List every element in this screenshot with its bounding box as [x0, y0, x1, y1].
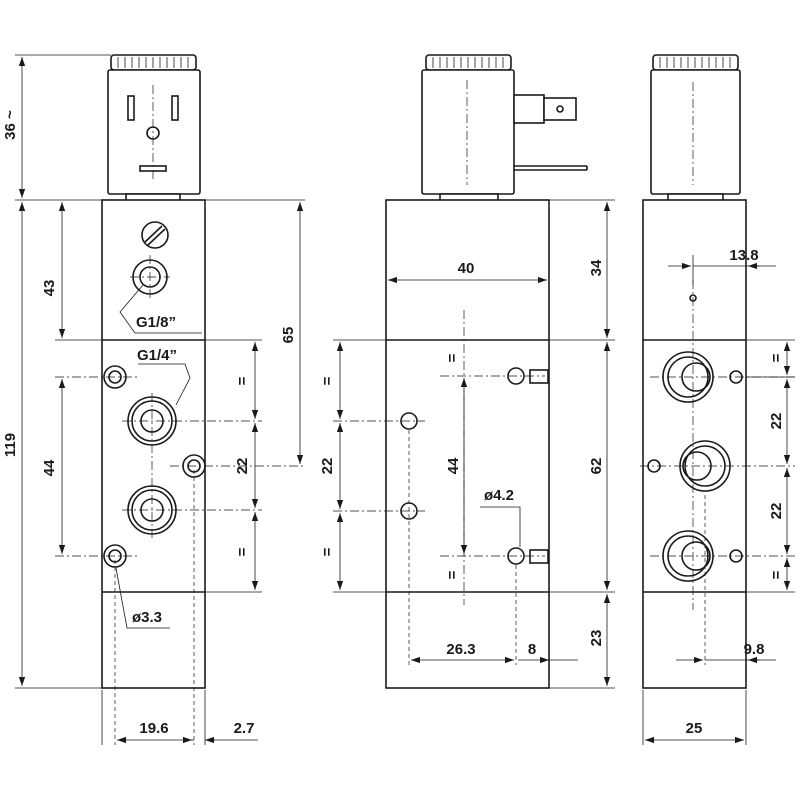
manual-override-screw	[141, 221, 169, 249]
front-coil-nut	[110, 54, 197, 71]
dim-34-label: 34	[588, 259, 605, 276]
dim-119-label: 119	[2, 433, 19, 457]
dim-65-label: 65	[280, 327, 297, 344]
dim-13-8-label: 13.8	[729, 247, 758, 264]
side-connector-blade	[543, 97, 577, 121]
side-pin-lower	[529, 549, 549, 564]
front-valve-body	[101, 199, 206, 689]
front-connector-housing	[107, 69, 201, 195]
side-coil-nut	[425, 54, 512, 71]
dim-22-side-label: 22	[319, 458, 336, 475]
dim-62-label: 62	[588, 458, 605, 475]
equal-mark-side-bottom: =	[319, 547, 336, 556]
back-dimensions	[642, 255, 795, 745]
side-dimension-labels: 40 34 62 23 22 = = = = 44 ø4.2 26.3 8	[319, 259, 605, 658]
front-dimensions	[15, 54, 305, 745]
dim-22-back-bottom-label: 22	[768, 503, 785, 520]
side-connector-tab	[513, 94, 545, 124]
equal-mark-side-top: =	[319, 376, 336, 385]
equal-mark-side-center-top: =	[444, 353, 461, 362]
dim-8-label: 8	[528, 641, 536, 658]
dim-19-6-label: 19.6	[139, 720, 168, 737]
dim-9-8-label: 9.8	[744, 641, 765, 658]
side-pin-upper	[529, 369, 549, 384]
thread-g14-label: G1/4”	[137, 347, 177, 364]
side-view	[333, 54, 588, 689]
connector-pin-right	[171, 95, 179, 121]
back-view	[640, 54, 795, 689]
front-view	[55, 54, 305, 745]
equal-mark-side-center-bottom: =	[444, 570, 461, 579]
dim-26-3-label: 26.3	[446, 641, 475, 658]
dim-44-side-label: 44	[445, 457, 462, 474]
back-coil-housing	[650, 69, 741, 195]
side-dimensions	[333, 199, 615, 689]
thread-g18-label: G1/8”	[136, 314, 176, 331]
hole-4-2-label: ø4.2	[484, 487, 514, 504]
equal-mark-back-bottom: =	[768, 570, 785, 579]
hole-3-3-label: ø3.3	[132, 609, 162, 626]
equal-mark-front-bottom: =	[234, 547, 251, 556]
dim-43-label: 43	[41, 280, 58, 297]
dim-22-back-top-label: 22	[768, 413, 785, 430]
dim-22-front-label: 22	[234, 458, 251, 475]
back-coil-nut	[652, 54, 739, 71]
dim-40-label: 40	[458, 260, 475, 277]
connector-pin-left	[127, 95, 135, 121]
front-dimension-labels: 36 ~ 119 43 44 65 22 = = G1/8” G1/4” ø3.…	[2, 110, 297, 737]
dim-23-label: 23	[588, 630, 605, 647]
back-dimension-labels: 13.8 22 22 = = 9.8 25	[686, 247, 785, 737]
dim-36-label: 36 ~	[2, 110, 19, 140]
dim-44-left-label: 44	[41, 459, 58, 476]
dim-2-7-label: 2.7	[234, 720, 255, 737]
equal-mark-back-top: =	[768, 353, 785, 362]
side-coil-housing	[421, 69, 515, 195]
dim-25-label: 25	[686, 720, 703, 737]
equal-mark-front-top: =	[234, 376, 251, 385]
